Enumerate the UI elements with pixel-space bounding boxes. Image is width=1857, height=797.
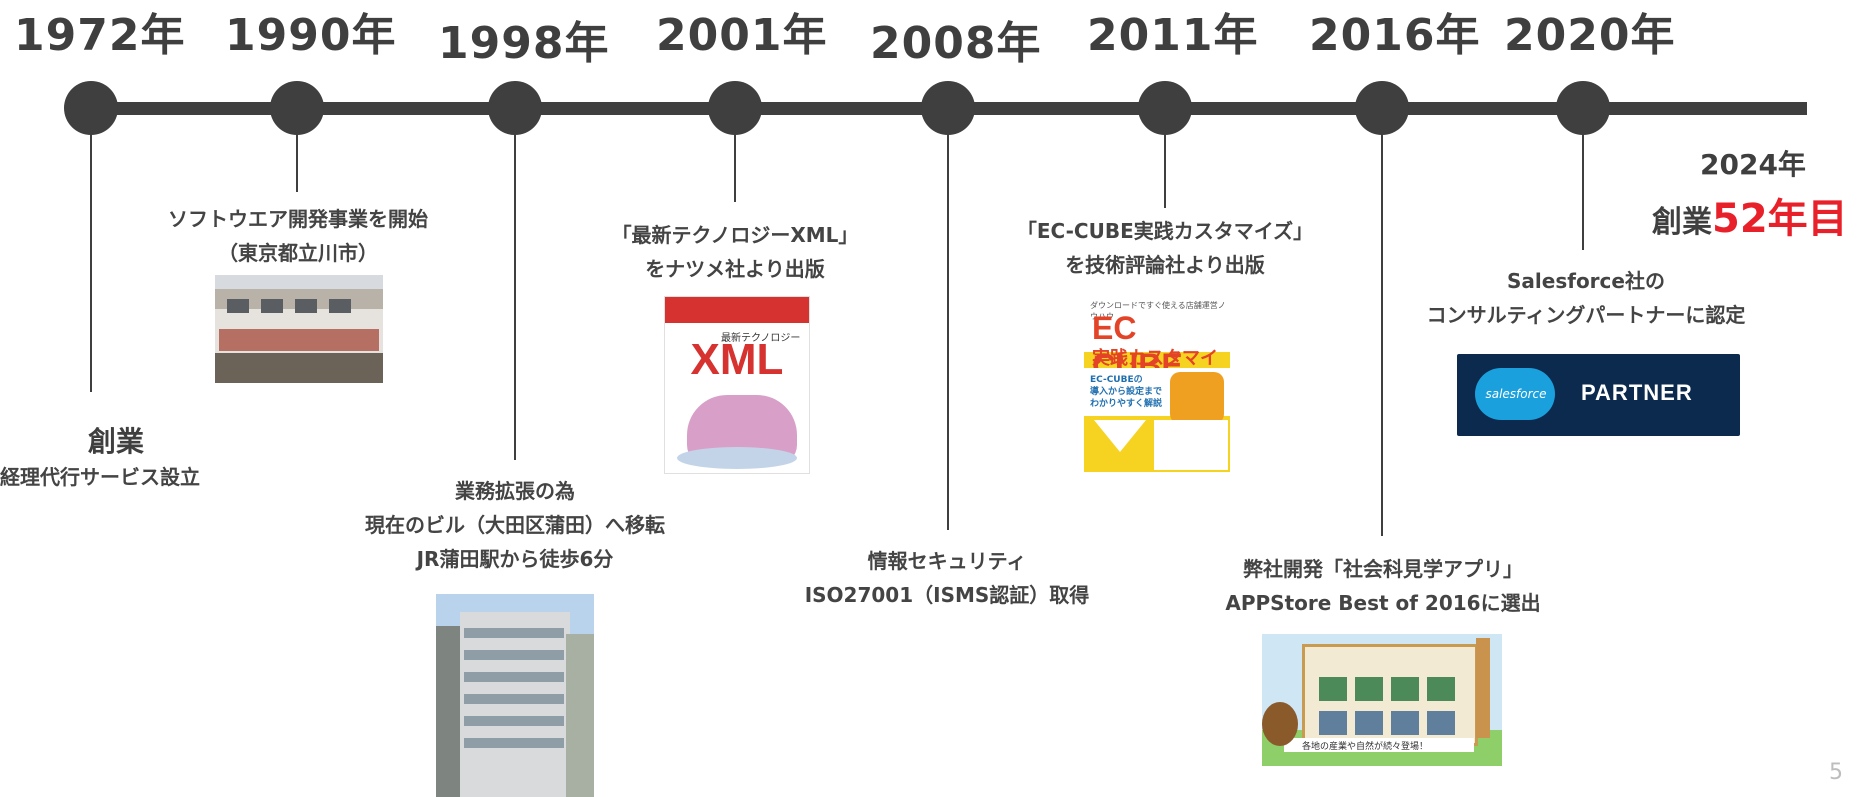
app-screenshot: 各地の産業や自然が続々登場！ bbox=[1262, 634, 1502, 766]
event-1998-line2: 現在のビル（大田区蒲田）へ移転 bbox=[365, 513, 665, 537]
stem-2011 bbox=[1164, 114, 1166, 208]
salesforce-partner-badge: salesforce PARTNER bbox=[1457, 354, 1740, 436]
year-2008: 2008年 bbox=[870, 18, 1042, 69]
stem-1972 bbox=[90, 128, 92, 392]
event-2020-description: Salesforce社の コンサルティングパートナーに認定 bbox=[1386, 264, 1786, 332]
event-2020-line1: Salesforce社の bbox=[1507, 269, 1665, 293]
salesforce-logo-text: salesforce bbox=[1485, 387, 1547, 401]
partner-label: PARTNER bbox=[1581, 380, 1693, 405]
event-1998-line3: JR蒲田駅から徒歩6分 bbox=[416, 547, 614, 571]
stem-2001 bbox=[734, 128, 736, 202]
event-2001-line1: 「最新テクノロジーXML」 bbox=[611, 223, 859, 247]
stem-1998 bbox=[514, 128, 516, 460]
event-2011-line1: 「EC-CUBE実践カスタマイズ」 bbox=[1016, 219, 1314, 243]
event-2020-line2: コンサルティングパートナーに認定 bbox=[1426, 303, 1746, 327]
event-1972-description: 経理代行サービス設立 bbox=[0, 465, 200, 489]
event-2001-description: 「最新テクノロジーXML」 をナツメ社より出版 bbox=[580, 218, 890, 286]
timeline-dot-2016 bbox=[1355, 81, 1409, 135]
salesforce-cloud-icon bbox=[1475, 368, 1555, 420]
year-1998: 1998年 bbox=[438, 18, 610, 69]
stem-2016 bbox=[1381, 128, 1383, 536]
anniversary-prefix: 創業 bbox=[1652, 205, 1712, 240]
year-2020: 2020年 bbox=[1504, 10, 1676, 61]
stem-2008 bbox=[947, 128, 949, 530]
event-1998-description: 業務拡張の為 現在のビル（大田区蒲田）へ移転 JR蒲田駅から徒歩6分 bbox=[330, 474, 700, 576]
timeline-dot-1990 bbox=[270, 81, 324, 135]
event-2016-line1: 弊社開発「社会科見学アプリ」 bbox=[1243, 557, 1523, 581]
event-2008-line1: 情報セキュリティ bbox=[867, 549, 1027, 573]
tool-icon bbox=[1170, 372, 1224, 424]
arrow-down-icon bbox=[1094, 420, 1146, 452]
event-2011-description: 「EC-CUBE実践カスタマイズ」 を技術評論社より出版 bbox=[1000, 214, 1330, 282]
book-ec-sup: ダウンロードですぐ使える店舗運営ノウハウ bbox=[1090, 301, 1226, 321]
event-2001-line2: をナツメ社より出版 bbox=[645, 257, 825, 281]
stem-2020 bbox=[1582, 128, 1584, 250]
timeline-dot-2001 bbox=[708, 81, 762, 135]
book-ec-body: EC-CUBEの 導入から設定まで わかりやすく解説 bbox=[1090, 375, 1163, 409]
page-number: 5 bbox=[1829, 760, 1843, 785]
book-xml-title: XML bbox=[690, 335, 784, 384]
year-2001: 2001年 bbox=[656, 10, 828, 61]
anniversary: 創業52年目 bbox=[1652, 186, 1848, 244]
current-year: 2024年 bbox=[1700, 148, 1806, 181]
event-1990-description: ソフトウエア開発事業を開始 （東京都立川市） bbox=[142, 202, 454, 270]
event-2008-description: 情報セキュリティ ISO27001（ISMS認証）取得 bbox=[772, 544, 1122, 612]
office-photo-kamata bbox=[436, 594, 594, 797]
event-1990-line2: （東京都立川市） bbox=[218, 241, 378, 265]
app-caption: 各地の産業や自然が続々登場！ bbox=[1302, 742, 1429, 752]
year-1972: 1972年 bbox=[14, 10, 186, 61]
timeline-dot-2020 bbox=[1556, 81, 1610, 135]
year-2016: 2016年 bbox=[1309, 10, 1481, 61]
office-photo-tachikawa bbox=[215, 275, 383, 383]
book-xml-tag: 最新テクノロジー bbox=[721, 333, 801, 344]
event-1972-title: 創業 bbox=[88, 425, 145, 458]
timeline-dot-2008 bbox=[921, 81, 975, 135]
event-2016-description: 弊社開発「社会科見学アプリ」 APPStore Best of 2016に選出 bbox=[1200, 552, 1566, 620]
book-cover-xml: 最新テクノロジー XML bbox=[664, 296, 810, 474]
timeline-dot-1972 bbox=[64, 81, 118, 135]
stem-1990 bbox=[296, 128, 298, 192]
year-2011: 2011年 bbox=[1087, 10, 1259, 61]
event-2008-line2: ISO27001（ISMS認証）取得 bbox=[804, 583, 1090, 607]
book-cover-ec-cube: ダウンロードですぐ使える店舗運営ノウハウ EC CUBE 実践カスタマイズ EC… bbox=[1084, 296, 1230, 472]
event-2011-line2: を技術評論社より出版 bbox=[1065, 253, 1265, 277]
event-2016-line2: APPStore Best of 2016に選出 bbox=[1225, 591, 1541, 615]
mascot-illustration bbox=[1262, 702, 1298, 746]
timeline-dot-1998 bbox=[488, 81, 542, 135]
event-1990-line1: ソフトウエア開発事業を開始 bbox=[168, 207, 428, 231]
event-1998-line1: 業務拡張の為 bbox=[455, 479, 575, 503]
anniversary-years: 52年目 bbox=[1712, 196, 1848, 242]
year-1990: 1990年 bbox=[225, 10, 397, 61]
